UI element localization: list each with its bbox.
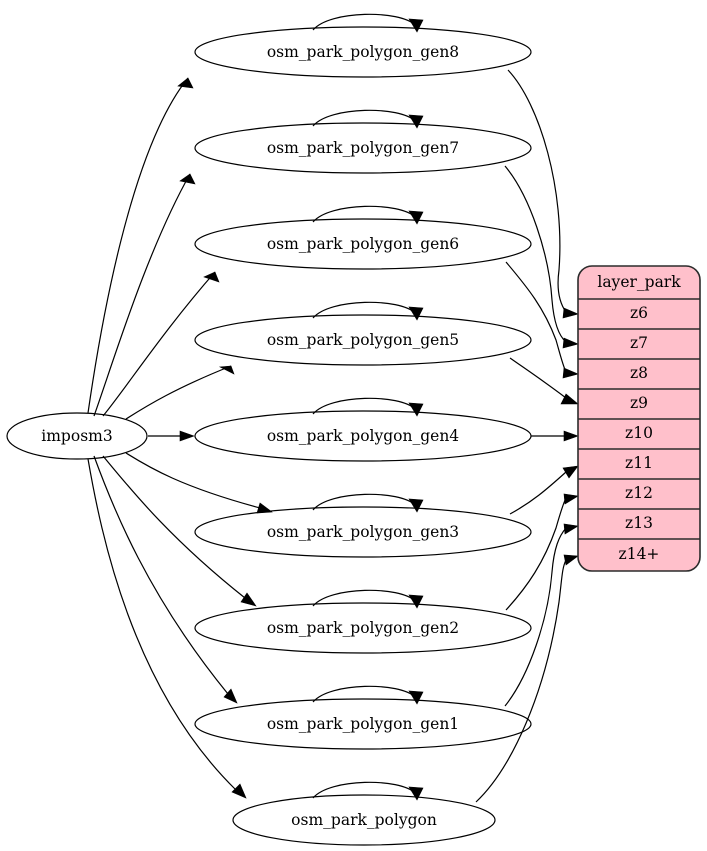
edge-imposm3-to-gen6: [102, 271, 220, 417]
edge-imposm3-to-base: [87, 458, 247, 799]
edge-base-to-z14plus: [475, 554, 579, 803]
layer-park-row-z11[interactable]: z11: [625, 454, 653, 472]
edge-imposm3-to-gen5: [125, 365, 235, 420]
edge-gen2-to-z12: [505, 493, 579, 611]
layer-park-row-z10[interactable]: z10: [625, 424, 653, 442]
edge-imposm3-to-gen1: [93, 455, 238, 704]
node-gen7[interactable]: osm_park_polygon_gen7: [194, 122, 532, 174]
node-layer-park-table[interactable]: layer_park z6 z7 z8 z9 z10 z11 z12 z13 z…: [577, 265, 701, 572]
gen3-label: osm_park_polygon_gen3: [267, 523, 459, 541]
gen6-label: osm_park_polygon_gen6: [267, 235, 459, 253]
node-gen6[interactable]: osm_park_polygon_gen6: [194, 218, 532, 270]
self-loop-gen1: [312, 685, 424, 705]
self-loop-gen2: [312, 589, 424, 609]
gen1-label: osm_park_polygon_gen1: [267, 715, 459, 733]
gen2-label: osm_park_polygon_gen2: [267, 619, 459, 637]
layer-park-row-z12[interactable]: z12: [625, 484, 653, 502]
edge-imposm3-to-gen8: [87, 77, 194, 414]
edges-to-layer-park: [475, 69, 579, 803]
gen4-ellipse[interactable]: [194, 410, 532, 462]
layer-park-row-z7[interactable]: z7: [630, 334, 648, 352]
edges-from-imposm3: [87, 77, 273, 799]
edge-gen7-to-z7: [504, 165, 579, 349]
edge-gen3-to-z11: [509, 465, 579, 515]
node-gen1[interactable]: osm_park_polygon_gen1: [194, 698, 532, 750]
gen8-label: osm_park_polygon_gen8: [267, 43, 459, 61]
gen3-ellipse[interactable]: [194, 506, 532, 558]
self-loop-gen8: [312, 13, 424, 33]
node-gen2[interactable]: osm_park_polygon_gen2: [194, 602, 532, 654]
self-loop-gen3: [312, 493, 424, 513]
edge-gen4-to-z10: [531, 430, 579, 442]
self-loop-base: [312, 781, 424, 801]
layer-park-row-z14plus[interactable]: z14+: [619, 545, 660, 563]
edge-gen8-to-z6: [507, 69, 579, 319]
layer-park-row-z13[interactable]: z13: [625, 514, 653, 532]
node-imposm3[interactable]: imposm3: [6, 412, 148, 460]
edge-imposm3-to-gen3: [125, 452, 273, 514]
gen5-ellipse[interactable]: [194, 314, 532, 366]
edge-gen6-to-z8: [505, 261, 579, 379]
gen7-ellipse[interactable]: [194, 122, 532, 174]
edge-imposm3-to-gen4: [148, 430, 195, 442]
layer-park-row-z9[interactable]: z9: [630, 394, 648, 412]
node-gen8[interactable]: osm_park_polygon_gen8: [194, 26, 532, 78]
self-loop-gen6: [312, 205, 424, 225]
node-gen5[interactable]: osm_park_polygon_gen5: [194, 314, 532, 366]
edge-imposm3-to-gen7: [93, 173, 196, 417]
gen7-label: osm_park_polygon_gen7: [267, 139, 459, 157]
layer-park-row-z6[interactable]: z6: [630, 304, 648, 322]
self-loop-gen4: [312, 397, 424, 417]
imposm3-label: imposm3: [41, 427, 112, 445]
base-ellipse[interactable]: [232, 794, 496, 846]
layer-park-row-z8[interactable]: z8: [630, 364, 648, 382]
node-gen4[interactable]: osm_park_polygon_gen4: [194, 410, 532, 462]
gen6-ellipse[interactable]: [194, 218, 532, 270]
imposm3-ellipse[interactable]: [6, 412, 148, 460]
gen8-ellipse[interactable]: [194, 26, 532, 78]
gen1-ellipse[interactable]: [194, 698, 532, 750]
base-label: osm_park_polygon: [291, 811, 437, 829]
gen5-label: osm_park_polygon_gen5: [267, 331, 459, 349]
gen2-ellipse[interactable]: [194, 602, 532, 654]
edge-imposm3-to-gen2: [102, 455, 257, 607]
self-loop-edges: [312, 13, 424, 801]
layer-park-header-label: layer_park: [597, 273, 681, 291]
node-base[interactable]: osm_park_polygon: [232, 794, 496, 846]
edge-gen5-to-z9: [509, 357, 579, 405]
gen4-label: osm_park_polygon_gen4: [267, 427, 459, 445]
self-loop-gen7: [312, 109, 424, 129]
self-loop-gen5: [312, 301, 424, 321]
node-gen3[interactable]: osm_park_polygon_gen3: [194, 506, 532, 558]
edge-gen1-to-z13: [504, 523, 579, 707]
